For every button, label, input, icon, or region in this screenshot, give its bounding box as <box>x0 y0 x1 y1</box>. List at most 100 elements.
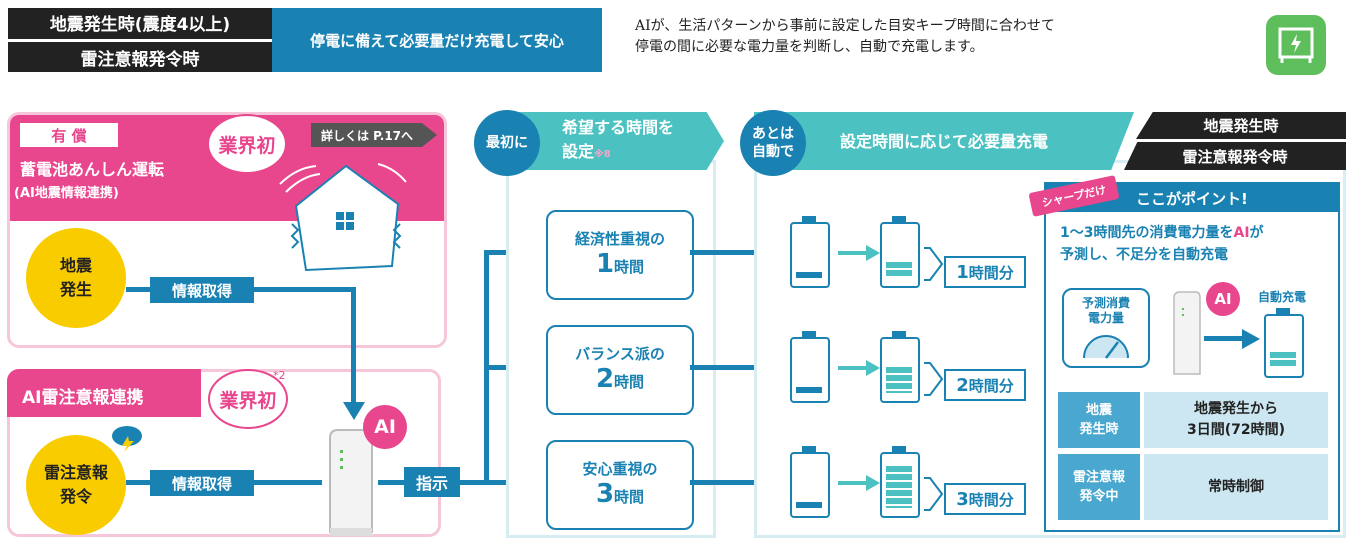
bracket-2 <box>922 359 948 403</box>
setting-circle: 最初に <box>474 110 540 176</box>
battery-empty-2 <box>790 337 830 403</box>
pipe-branch-1 <box>484 250 524 255</box>
option-1-label: 経済性重視の <box>574 230 665 248</box>
quake-event-circle: 地震 発生 <box>26 228 126 328</box>
charge-condition-quake: 地震発生時 <box>1136 112 1346 139</box>
condition-label-thunder: 雷注意報発令時 <box>8 42 272 72</box>
hour-amount-3-unit: 時間分 <box>968 490 1014 509</box>
setting-title: 希望する時間を 設定※8 <box>562 116 674 167</box>
charge-circle: あとは 自動で <box>740 110 806 176</box>
battery-charged-3-level <box>886 466 912 508</box>
option-1-unit: 時間 <box>614 258 645 276</box>
hour-amount-1-unit: 時間分 <box>968 263 1014 282</box>
setting-panel-header <box>506 112 724 170</box>
setting-title-line-2-text: 設定 <box>562 142 595 161</box>
pipe-option-1 <box>690 250 770 255</box>
battery-charged-2-cap <box>892 331 906 337</box>
option-2-number: 2 <box>595 364 615 394</box>
header-divider <box>8 37 272 39</box>
battery-charged-2-level <box>886 367 912 393</box>
battery-empty-1 <box>790 222 830 288</box>
detail-link[interactable]: 詳しくは P.17へ <box>311 123 437 147</box>
pipe-charge-2 <box>838 366 870 370</box>
battery-empty-2-cap <box>802 331 816 337</box>
battery-empty-3 <box>790 452 830 518</box>
arrow-right-icon <box>866 475 880 495</box>
table-value-thunder: 常時制御 <box>1144 454 1328 520</box>
charge-condition-thunder: 雷注意報発令時 <box>1124 142 1346 170</box>
arrow-right-icon <box>866 360 880 380</box>
hour-amount-2-unit: 時間分 <box>968 376 1014 395</box>
description-line-1: 1〜3時間先の消費電力量をAIが <box>1060 222 1334 244</box>
auto-charge-label: 自動充電 <box>1258 290 1307 304</box>
hour-amount-2-number: 2 <box>956 374 969 396</box>
battery-charge-icon <box>1266 15 1326 75</box>
option-3-number: 3 <box>595 479 615 509</box>
option-3-hour[interactable]: 安心重視の 3時間 <box>546 440 694 530</box>
arrow-right-icon <box>1242 329 1260 353</box>
industry-first-badge-1: 業界初 <box>207 114 287 174</box>
option-1-hour[interactable]: 経済性重視の 1時間 <box>546 210 694 300</box>
battery-charged-1-level <box>886 262 912 278</box>
pipe-quake-down <box>351 287 356 405</box>
battery-empty-2-level <box>796 387 822 393</box>
setting-title-line-1: 希望する時間を <box>562 118 675 137</box>
hour-amount-1-number: 1 <box>956 261 969 283</box>
note-2: *2 <box>273 369 286 382</box>
description-line-2: 停電の間に必要な電力量を判断し、自動で充電します。 <box>635 39 984 55</box>
pipe-branch-2 <box>484 365 524 370</box>
description-line-1: AIが、生活パターンから事前に設定した目安キープ時間に合わせて <box>635 18 1055 34</box>
pipe-branch-3 <box>484 480 524 485</box>
battery-empty-1-cap <box>802 216 816 222</box>
thunder-event-circle: 雷注意報 発令 <box>26 435 126 535</box>
instruct-label: 指示 <box>404 467 460 497</box>
arrow-right-icon <box>866 245 880 265</box>
option-2-hour[interactable]: バランス派の 2時間 <box>546 325 694 415</box>
table-head-quake: 地震 発生時 <box>1058 392 1140 448</box>
point-box-title: ここがポイント! <box>1136 190 1248 208</box>
option-1-value: 1時間 <box>548 249 692 279</box>
desc-line1-pre: 1〜3時間先の消費電力量を <box>1060 225 1234 241</box>
desc-line1-post: が <box>1249 225 1264 241</box>
hour-amount-3-number: 3 <box>956 488 969 510</box>
ai-badge: AI <box>363 405 407 449</box>
battery-charged-1 <box>880 222 920 288</box>
pipe-option-2 <box>690 365 770 370</box>
header-description: AIが、生活パターンから事前に設定した目安キープ時間に合わせて 停電の間に必要な… <box>635 16 1195 58</box>
pipe-charge-1 <box>838 251 870 255</box>
pipe-point <box>1204 336 1246 341</box>
battery-empty-3-cap <box>802 446 816 452</box>
point-box-description: 1〜3時間先の消費電力量をAIが 予測し、不足分を自動充電 <box>1060 222 1334 266</box>
battery-point <box>1264 314 1304 378</box>
option-3-unit: 時間 <box>614 488 645 506</box>
pipe-charge-3 <box>838 481 870 485</box>
condition-label-quake: 地震発生時(震度4以上) <box>8 8 272 37</box>
option-2-unit: 時間 <box>614 373 645 391</box>
battery-empty-3-level <box>796 502 822 508</box>
pipe-option-3 <box>690 480 770 485</box>
option-3-label: 安心重視の <box>582 460 658 478</box>
battery-empty-1-level <box>796 272 822 278</box>
option-1-number: 1 <box>595 249 615 279</box>
description-line-2: 予測し、不足分を自動充電 <box>1060 247 1228 263</box>
quake-panel-title: 蓄電池あんしん運転 <box>20 160 165 179</box>
table-value-quake: 地震発生から 3日間(72時間) <box>1144 392 1328 448</box>
ai-badge-small: AI <box>1206 282 1240 316</box>
battery-charged-3-cap <box>892 446 906 452</box>
option-3-value: 3時間 <box>548 479 692 509</box>
charge-title: 設定時間に応じて必要量充電 <box>840 132 1049 151</box>
arrow-down-icon <box>343 402 365 424</box>
badge-paid: 有 償 <box>20 123 118 147</box>
info-label-quake: 情報取得 <box>150 277 254 303</box>
predict-label: 予測消費 電力量 <box>1081 296 1130 325</box>
thunder-panel-header <box>7 369 201 417</box>
router-small-icon <box>1170 290 1204 380</box>
battery-point-cap <box>1276 308 1290 314</box>
note-1: *1 <box>273 114 286 127</box>
info-label-thunder: 情報取得 <box>150 470 254 496</box>
gauge-icon <box>1080 330 1132 364</box>
desc-line1-ai: AI <box>1233 225 1250 241</box>
option-2-label: バランス派の <box>575 345 665 363</box>
